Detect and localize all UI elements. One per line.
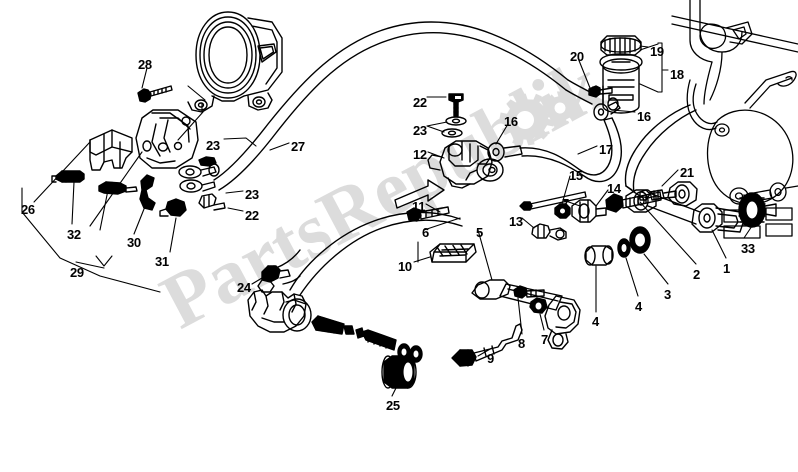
part-18-bracket-lines bbox=[657, 42, 663, 93]
callout-number: 21 bbox=[680, 165, 694, 180]
callout-number: 15 bbox=[569, 168, 583, 183]
callout-number: 33 bbox=[741, 241, 755, 256]
caliper-bracket bbox=[187, 11, 283, 113]
callout-number: 5 bbox=[476, 225, 483, 240]
callout-number: 19 bbox=[650, 44, 664, 59]
part-18-reservoir bbox=[599, 35, 643, 114]
callout-number: 14 bbox=[607, 181, 621, 196]
callout-number: 30 bbox=[127, 235, 141, 250]
part-5-brake-pedal bbox=[471, 279, 581, 350]
part-4-spacer-a bbox=[584, 245, 614, 266]
callout-number: 28 bbox=[138, 57, 152, 72]
part-17-reservoir-hose bbox=[519, 117, 622, 183]
part-12-master-cylinder bbox=[427, 140, 504, 189]
callout-number: 29 bbox=[70, 265, 84, 280]
callout-number: 12 bbox=[413, 147, 427, 162]
callout-number: 32 bbox=[67, 227, 81, 242]
callout-number: 31 bbox=[155, 254, 169, 269]
callout-number: 6 bbox=[422, 225, 429, 240]
callout-number: 7 bbox=[541, 332, 548, 347]
lower-brake-line bbox=[275, 211, 463, 296]
callout-number: 7 bbox=[562, 196, 569, 211]
callout-number: 23 bbox=[206, 138, 220, 153]
part-1-linkage-arms bbox=[625, 181, 745, 233]
callout-number: 18 bbox=[670, 67, 684, 82]
gear-icon-small bbox=[544, 91, 580, 126]
part-16-banjo-left bbox=[487, 142, 523, 162]
callout-number: 20 bbox=[570, 49, 584, 64]
frame-outline bbox=[671, 0, 798, 239]
part-23-washers-center bbox=[441, 116, 467, 138]
detail-outline-restore bbox=[402, 200, 759, 383]
callout-number: 13 bbox=[509, 214, 523, 229]
callout-number: 17 bbox=[599, 142, 613, 157]
callout-number: 24 bbox=[237, 280, 251, 295]
part-14-clevis bbox=[571, 199, 607, 223]
detail-highlights bbox=[401, 96, 758, 382]
group-bracket-lines bbox=[21, 187, 161, 293]
callout-number: 22 bbox=[413, 95, 427, 110]
callout-number: 16 bbox=[637, 109, 651, 124]
part-10-footpeg-rubber bbox=[429, 243, 477, 263]
caliper-body bbox=[135, 109, 199, 169]
callout-number: 11 bbox=[412, 199, 426, 214]
callout-number: 26 bbox=[21, 202, 35, 217]
callout-number: 3 bbox=[664, 287, 671, 302]
callout-number: 9 bbox=[487, 351, 494, 366]
callout-number: 4 bbox=[592, 314, 599, 329]
callout-number: 4 bbox=[635, 299, 642, 314]
callout-number: 23 bbox=[413, 123, 427, 138]
callout-number: 27 bbox=[291, 139, 305, 154]
leader-lines bbox=[33, 43, 753, 397]
callout-number: 10 bbox=[398, 259, 412, 274]
callout-number: 1 bbox=[723, 261, 730, 276]
callout-number: 23 bbox=[245, 187, 259, 202]
callout-number: 16 bbox=[504, 114, 518, 129]
callout-number: 22 bbox=[245, 208, 259, 223]
solid-detail-fills bbox=[55, 85, 766, 389]
lower-master-cylinder bbox=[247, 289, 312, 333]
part-26-brake-pads bbox=[89, 129, 133, 171]
callout-number: 25 bbox=[386, 398, 400, 413]
watermark: PartsRepublik bbox=[147, 40, 617, 345]
callout-arrow-12 bbox=[394, 179, 445, 209]
gear-icon bbox=[499, 93, 555, 146]
callout-number: 8 bbox=[518, 336, 525, 351]
part-16-banjo-right bbox=[593, 97, 621, 121]
part-13-link bbox=[531, 223, 567, 241]
callout-number: 2 bbox=[693, 267, 700, 282]
watermark-text: PartsRepublik bbox=[147, 40, 617, 345]
